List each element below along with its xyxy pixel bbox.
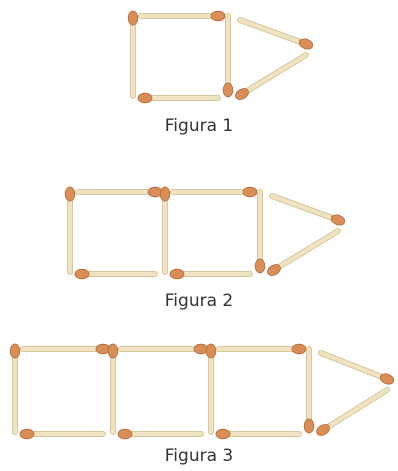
matchstick-bottom [118,429,201,439]
matchstick-bottom [75,269,155,279]
matchstick-bottom [216,429,299,439]
figure-2-caption: Figura 2 [0,291,398,311]
matchstick-left [160,187,170,272]
matchstick-right [223,16,233,97]
matchstick-triangle-lower [234,55,306,102]
matchstick-top [219,344,306,354]
matchstick-bottom [138,93,218,103]
matchstick-top [78,187,162,197]
figure-1 [128,11,314,103]
matchstick-triangle-upper [321,353,395,386]
matchstick-left [128,11,138,96]
matchstick-left [10,344,20,432]
matchstick-triangle-lower [315,390,387,438]
figure-1-caption: Figura 1 [0,116,398,136]
matchstick-top [23,344,110,354]
matchstick-right [304,349,314,433]
matchstick-top [173,187,257,197]
matchstick-top [141,11,225,21]
matchstick-triangle-upper [272,196,346,227]
figure-2 [65,187,346,279]
matchstick-bottom [170,269,250,279]
matchstick-top [121,344,208,354]
figure-3-caption: Figura 3 [0,446,398,466]
matchstick-triangle-lower [266,231,338,278]
matchstick-left [65,187,75,272]
matchstick-left [206,344,216,432]
matchstick-right [255,192,265,273]
matchstick-left [108,344,118,432]
matchstick-triangle-upper [240,20,314,51]
matchstick-bottom [20,429,103,439]
figure-3 [10,344,395,439]
